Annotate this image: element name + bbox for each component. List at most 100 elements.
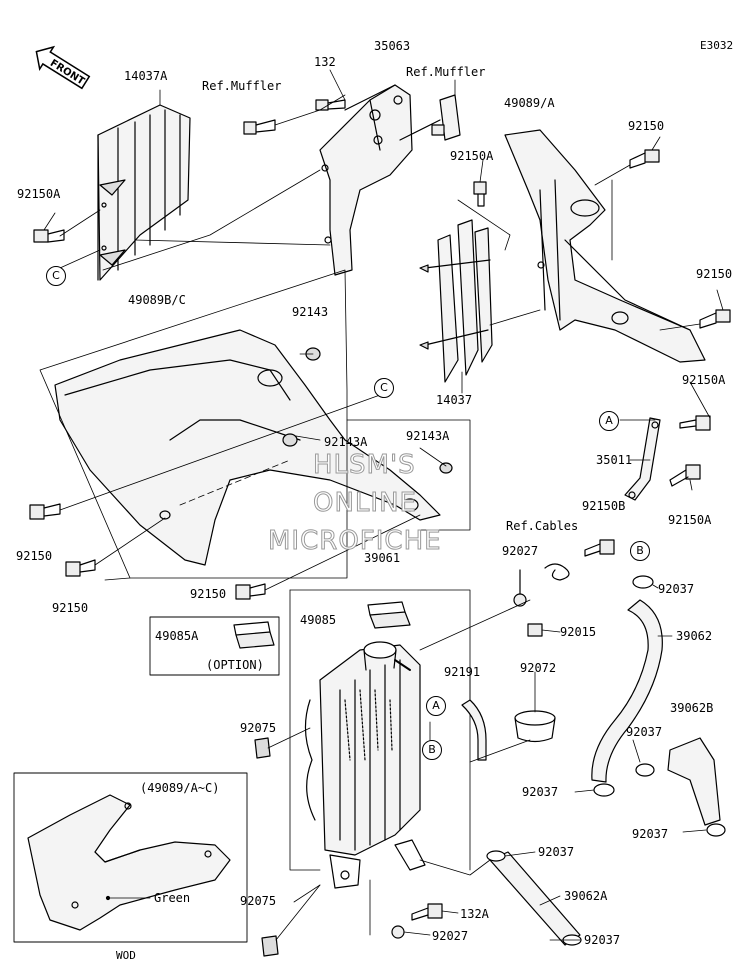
clamp-92037-hose-top [486, 850, 506, 862]
label-92150a-stay-bottom: 92150A [668, 513, 712, 527]
wod-shroud [27, 794, 231, 931]
bolt-ref-muffler [243, 119, 276, 135]
watermark-line-2: ONLINE [313, 488, 417, 519]
clamp-92037-left [593, 783, 615, 797]
cable-clamp [544, 563, 570, 581]
callout-a-radiator: A [426, 696, 446, 716]
label-92075-bottom: 92075 [240, 894, 277, 908]
radiator-39061 [304, 641, 426, 889]
label-39061: 39061 [364, 551, 401, 565]
shroud-49089bc [54, 329, 441, 566]
label-ref-muffler-1: Ref.Muffler [202, 79, 282, 93]
label-92015: 92015 [560, 625, 597, 639]
bracket-35063 [319, 84, 441, 276]
bolt-92150a-stay-top [679, 415, 711, 431]
label-92037-hose-bottom: 92037 [584, 933, 621, 947]
muffler-bracket-right [431, 94, 461, 141]
label-92150-right: 92150 [696, 267, 733, 281]
label-92150-top-right: 92150 [628, 119, 665, 133]
label-35063: 35063 [374, 39, 411, 53]
label-92191: 92191 [444, 665, 481, 679]
callout-b-top: B [630, 541, 650, 561]
label-39062a: 39062A [564, 889, 608, 903]
stay-35011 [624, 417, 661, 501]
leader-lines [43, 89, 724, 941]
bolt-92150a-left [33, 229, 65, 243]
option-box [149, 616, 280, 676]
label-92037-top: 92037 [658, 582, 695, 596]
label-green: Green [154, 891, 191, 905]
label-92072: 92072 [520, 661, 557, 675]
label-92037-mid: 92037 [626, 725, 663, 739]
label-92037-right: 92037 [632, 827, 669, 841]
shroud-49089a [504, 129, 706, 363]
label-49089a: 49089/A [504, 96, 555, 110]
label-14037: 14037 [436, 393, 473, 407]
grommet-92143a-right [439, 462, 453, 474]
label-49089bc: 49089B/C [128, 293, 186, 307]
label-92075-top: 92075 [240, 721, 277, 735]
collar-92027-top [513, 569, 527, 607]
cushion-49085 [367, 601, 411, 629]
bolt-92150-right-a [629, 149, 660, 169]
label-92150a-stay-top: 92150A [682, 373, 726, 387]
label-wod: WOD [116, 949, 136, 962]
hose-39062 [591, 599, 663, 783]
grommet-92075-top [254, 737, 271, 759]
bolt-92150a-center [473, 181, 487, 207]
diagram-code: E3032 [700, 39, 734, 52]
bolt-132 [315, 99, 346, 111]
clamp-92015 [527, 623, 543, 637]
hose-92191 [461, 699, 487, 761]
grommet-small [159, 510, 171, 520]
label-92150a-left: 92150A [17, 187, 61, 201]
label-92143: 92143 [292, 305, 329, 319]
watermark-line-1: HLSM'S [313, 450, 416, 481]
grommet-92143a-left [282, 433, 298, 447]
label-92037-left: 92037 [522, 785, 559, 799]
label-92150-lower-center: 92150 [190, 587, 227, 601]
watermark-line-3: MICROFICHE [268, 526, 442, 557]
collar-92027-bottom [391, 925, 405, 939]
label-49085: 49085 [300, 613, 337, 627]
bolt-92150b [584, 539, 615, 557]
label-ref-muffler-2: Ref.Muffler [406, 65, 486, 79]
callout-c-left: C [46, 266, 66, 286]
label-39062: 39062 [676, 629, 713, 643]
grommet-92075-bottom [261, 935, 279, 957]
label-92143a-right: 92143A [406, 429, 450, 443]
label-92150a-center: 92150A [450, 149, 494, 163]
label-132: 132 [314, 55, 336, 69]
hose-39062b [667, 737, 721, 826]
wod-inset-frame [13, 772, 248, 943]
radiator-guard-14037 [419, 219, 493, 383]
callout-b-radiator: B [422, 740, 442, 760]
label-49085a: 49085A [155, 629, 199, 643]
bolt-132a [411, 903, 443, 921]
label-92143a-left: 92143A [324, 435, 368, 449]
label-35011: 35011 [596, 453, 633, 467]
cushion-49085a [233, 621, 275, 649]
label-92037-hose-top: 92037 [538, 845, 575, 859]
label-92150b: 92150B [582, 499, 626, 513]
clamp-92037-right [706, 823, 726, 837]
label-ref-cables: Ref.Cables [506, 519, 579, 533]
bolt-92150a-stay-bottom [669, 464, 701, 487]
label-option: (OPTION) [206, 658, 264, 672]
label-39062b: 39062B [670, 701, 714, 715]
label-92150-lower-left-a: 92150 [16, 549, 53, 563]
callout-a-stay: A [599, 411, 619, 431]
label-14037a: 14037A [124, 69, 168, 83]
bolt-92150-lower-left-a [29, 503, 61, 520]
label-132a: 132A [460, 907, 489, 921]
inset-title: (49089/A~C) [140, 781, 220, 795]
label-92027-top: 92027 [502, 544, 539, 558]
clamp-92037-mid [635, 763, 655, 777]
label-92027-bottom: 92027 [432, 929, 469, 943]
callout-c-right: C [374, 378, 394, 398]
radiator-guard-left [97, 104, 191, 281]
clamp-92037-top [632, 575, 654, 589]
label-92150-lower-left-b: 92150 [52, 601, 89, 615]
bolt-92150-right-b [699, 309, 731, 329]
